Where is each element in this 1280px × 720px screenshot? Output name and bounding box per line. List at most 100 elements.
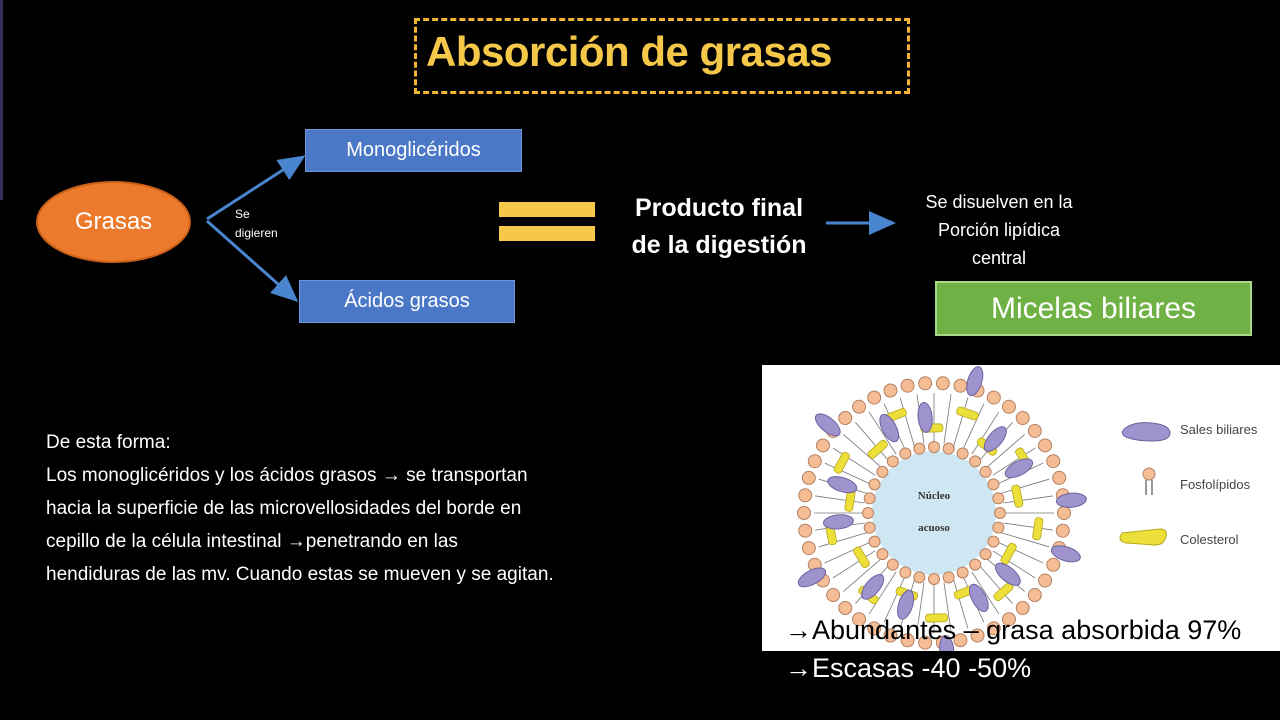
phospholipid-tail xyxy=(997,541,1044,564)
phospholipid-head xyxy=(987,478,1000,491)
phospholipid-tail xyxy=(1003,495,1053,504)
phospholipid-tail xyxy=(943,582,952,632)
cholesterol-icon xyxy=(1119,528,1167,546)
se-disuelven-line: Porción lipídica xyxy=(937,220,1061,240)
phospholipid-tail xyxy=(824,462,871,485)
phospholipid-tail xyxy=(992,550,1036,579)
arrow-to-acidos xyxy=(206,219,299,302)
phospholipid-head xyxy=(852,612,867,627)
phospholipid-head xyxy=(953,633,968,648)
phospholipid-head xyxy=(862,507,874,519)
phospholipid-head xyxy=(1046,454,1061,469)
phospholipid-head xyxy=(883,383,898,398)
phospholipid-head xyxy=(956,566,969,579)
phospholipid-tail xyxy=(971,571,1000,615)
phospholipid-head xyxy=(1001,612,1016,627)
phospholipid-head xyxy=(913,571,926,584)
phospholipid-head xyxy=(886,455,899,468)
title-frame xyxy=(414,18,910,94)
bile-salt-molecule xyxy=(897,589,915,620)
phospholipid-head xyxy=(935,376,950,391)
node-monogliceridos: Monoglicéridos xyxy=(305,129,522,172)
phospholipid-head xyxy=(1015,601,1030,616)
label-se-disuelven: Se disuelven en la Porción lipídica cent… xyxy=(905,188,1093,272)
arrow-to-monogliceridos xyxy=(206,155,306,221)
phospholipid-head xyxy=(928,573,940,585)
phospholipid-head xyxy=(900,633,915,648)
phospholipid-tail xyxy=(832,550,876,579)
phospholipid-head xyxy=(992,492,1005,505)
phospholipid-head xyxy=(1057,506,1071,520)
bile-salt-molecule xyxy=(966,366,984,397)
micelle-structure xyxy=(797,366,1087,651)
producto-final-line: Producto final xyxy=(634,194,804,222)
phospholipid-head xyxy=(797,506,811,520)
bile-salt-molecule xyxy=(879,413,900,443)
legend: Sales biliares Fosfolípidos Colesterol xyxy=(1119,422,1258,547)
cholesterol-molecule xyxy=(1000,542,1017,565)
cholesterol-molecule xyxy=(1011,484,1024,508)
phospholipid-head xyxy=(970,628,985,643)
phospholipid-head xyxy=(979,465,992,478)
bile-salt-molecule xyxy=(968,583,989,613)
phospholipid-head xyxy=(1015,410,1030,425)
phospholipid-head xyxy=(899,566,912,579)
phospholipid-tail xyxy=(992,447,1036,476)
se-disuelven-line: Se disuelven en la xyxy=(925,192,1073,212)
phospholipid-head xyxy=(986,621,1001,636)
slide-edge xyxy=(0,0,3,200)
legend-label: Colesterol xyxy=(1180,532,1239,547)
paragraph-line: hendiduras de las mv. Cuando estas se mu… xyxy=(46,564,554,585)
cholesterol-molecule xyxy=(1032,517,1044,541)
phospholipid-tail xyxy=(943,394,952,444)
phospholipid-tail xyxy=(868,571,897,615)
phospholipid-tail xyxy=(1003,522,1053,531)
node-acidos-grasos: Ácidos grasos xyxy=(299,280,515,323)
phospholipid-head xyxy=(969,455,982,468)
phospholipid-head xyxy=(1038,573,1053,588)
phospholipid-tail xyxy=(953,397,969,446)
phospholipid-head xyxy=(807,454,822,469)
phospholipid-head xyxy=(899,447,912,460)
nucleus-label-line: Núcleo xyxy=(918,490,951,502)
phospholipid-tail xyxy=(843,434,882,468)
producto-final-line: de la digestión xyxy=(631,231,807,259)
phospholipid-head xyxy=(942,442,955,455)
phospholipid-head xyxy=(969,558,982,571)
node-producto-final: Producto final de la digestión xyxy=(612,190,826,264)
phospholipid-tail xyxy=(815,495,865,504)
node-grasas: Grasas xyxy=(36,181,191,263)
phospholipid-tail xyxy=(843,558,882,592)
legend-label: Sales biliares xyxy=(1180,422,1258,437)
phospholipid-head xyxy=(956,447,969,460)
phospholipid-head xyxy=(992,521,1005,534)
micelle-diagram: Núcleo acuoso Sales biliares Fosfolípido… xyxy=(797,366,1258,651)
label-se-digieren-line: Se xyxy=(235,207,250,221)
explanation-paragraph: De esta forma: Los monoglicéridos y los … xyxy=(46,426,706,591)
phospholipid-tail xyxy=(824,541,871,564)
bile-salt-molecule xyxy=(1004,458,1034,479)
bile-salt-molecule xyxy=(1050,545,1081,563)
phospholipid-head xyxy=(1055,523,1070,538)
phospholipid-tail xyxy=(855,422,889,461)
phospholipid-head xyxy=(801,470,816,485)
bullet-escasas: →Escasas -40 -50% xyxy=(785,653,1032,683)
paragraph-line: hacia la superficie de las microvellosid… xyxy=(46,498,522,519)
bile-salt-molecule xyxy=(822,514,854,530)
bile-salt-molecule xyxy=(827,476,858,494)
phospholipid-tail xyxy=(1001,532,1050,548)
paragraph-line: De esta forma: xyxy=(46,432,171,453)
phospholipid-head xyxy=(876,465,889,478)
phospholipid-head xyxy=(918,635,933,650)
phospholipid-head xyxy=(1052,470,1067,485)
bile-salt-molecule xyxy=(1055,492,1087,508)
phospholipid-tail xyxy=(868,411,897,455)
phospholipid-head xyxy=(876,548,889,561)
phospholipid-tail xyxy=(953,580,969,629)
bile-salt-molecule xyxy=(861,573,885,600)
bile-salt-molecule xyxy=(917,401,933,433)
phospholipid-head xyxy=(979,548,992,561)
slide-title: Absorción de grasas xyxy=(426,28,832,75)
phospholipid-head xyxy=(986,390,1001,405)
